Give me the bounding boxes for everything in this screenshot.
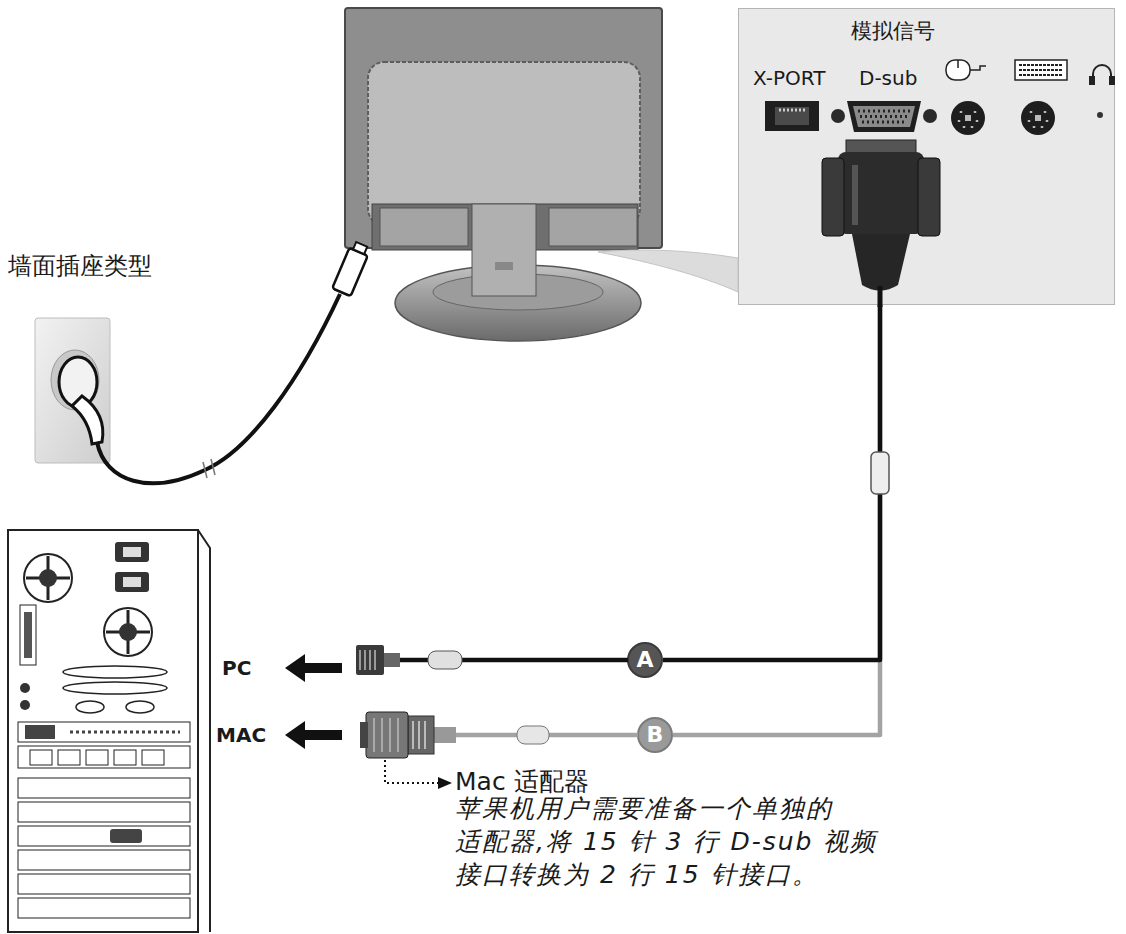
card-slot <box>126 701 154 713</box>
adapter-note: 苹果机用户需要准备一个单独的 适配器,将 15 针 3 行 D-sub 视频 接… <box>455 792 905 891</box>
mac-adapter-pins <box>360 722 368 748</box>
fan-blades <box>26 556 70 600</box>
video-cable <box>455 733 638 738</box>
serial-port <box>20 605 36 665</box>
monitor-port-strip <box>372 204 638 250</box>
expansion-slot <box>18 850 190 870</box>
connector-layer <box>663 305 880 735</box>
background-art <box>8 8 738 932</box>
power-socket-inner <box>123 577 141 587</box>
monitor-back-cover <box>368 62 640 225</box>
ferrite-core <box>517 726 549 744</box>
plug-body <box>332 248 368 296</box>
power-plug <box>59 357 97 407</box>
direction-arrow <box>285 721 342 749</box>
plug-tip <box>353 242 367 254</box>
ps2-port <box>20 683 30 693</box>
computer-type: MAC <box>216 723 266 747</box>
leader-line <box>385 760 438 783</box>
ferrite-core <box>871 452 889 494</box>
vga-port <box>25 725 55 739</box>
cable-callout: B <box>637 717 673 753</box>
wall-socket <box>51 350 99 410</box>
card-slot <box>76 701 104 713</box>
expansion-slot <box>18 802 190 822</box>
ferrite-core <box>428 651 462 669</box>
power-socket <box>115 542 149 562</box>
expansion-slot <box>18 874 190 894</box>
computer-type: PC <box>222 656 251 680</box>
mac-adapter <box>366 712 408 758</box>
monitor-power-plug <box>332 240 371 296</box>
monitor-port-bay <box>380 208 468 246</box>
plug-neck <box>432 727 456 743</box>
pc-tower <box>8 530 198 932</box>
fan-blades <box>106 610 150 654</box>
expansion-slot <box>18 778 190 798</box>
monitor-port-bay <box>549 208 637 246</box>
fan-hub <box>39 569 57 587</box>
adapter-ridges <box>374 718 398 752</box>
port-label: D-sub <box>859 66 917 90</box>
plug-ridges <box>413 721 425 749</box>
io-row <box>18 722 190 742</box>
direction-arrow <box>285 654 342 682</box>
network-port <box>86 750 108 765</box>
callout-letter: A <box>636 649 653 671</box>
wall-plate <box>35 318 110 463</box>
network-port <box>142 750 164 765</box>
panel-heading: 模拟信号 <box>851 19 935 44</box>
monitor-back <box>345 8 662 248</box>
power-cable <box>97 294 340 483</box>
card-slot <box>63 682 167 694</box>
monitor-base-top <box>433 274 603 310</box>
power-socket-inner <box>123 547 141 557</box>
monitor-logo <box>495 262 513 270</box>
monitor-base <box>395 265 641 341</box>
power-socket <box>115 572 149 592</box>
card-slot <box>63 666 167 678</box>
serial-port-pins <box>24 612 32 658</box>
leader-arrowhead <box>438 777 452 789</box>
fan-hub <box>119 623 137 641</box>
plug-neck <box>382 653 400 667</box>
pc-dsub-plug <box>356 645 384 675</box>
io-pins <box>70 731 180 734</box>
mac-dsub-plug <box>408 716 434 754</box>
ps2-port <box>20 700 30 710</box>
serial-port <box>110 829 142 843</box>
port-panel: 模拟信号 X-PORT D-sub <box>738 8 1115 305</box>
cable-callout: A <box>627 642 663 678</box>
expansion-slot <box>18 898 190 918</box>
expansion-slot <box>18 826 190 846</box>
fan <box>104 608 152 656</box>
network-row <box>18 746 190 768</box>
port-label: X-PORT <box>753 66 825 90</box>
video-cable <box>663 305 880 660</box>
video-cable <box>398 658 628 663</box>
callout-letter: B <box>647 724 664 746</box>
adapter-name: Mac 适配器 <box>455 767 589 797</box>
cable-break-mark <box>203 459 215 478</box>
outlet-caption: 墙面插座类型 <box>8 252 152 281</box>
plug-ridges <box>360 650 375 670</box>
network-port <box>58 750 80 765</box>
monitor-neck <box>472 204 536 296</box>
fan <box>24 554 72 602</box>
network-port <box>30 750 52 765</box>
callout-swoosh <box>598 250 738 292</box>
video-cable <box>673 305 880 735</box>
power-plug-body <box>72 396 103 444</box>
network-port <box>114 750 136 765</box>
pc-tower-side <box>198 530 210 932</box>
